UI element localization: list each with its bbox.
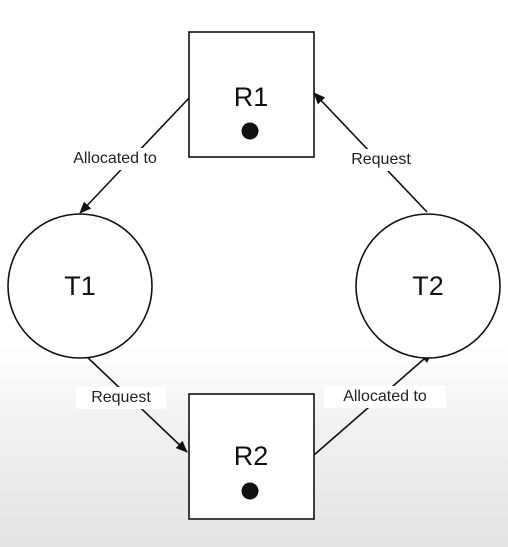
resource-r1: R1 (188, 31, 315, 158)
resource-r2-instance-dot (241, 482, 259, 500)
thread-t2-label: T2 (412, 271, 444, 301)
resource-r2-label: R2 (234, 441, 269, 471)
thread-t1: T1 (7, 213, 153, 359)
thread-t1-circle (7, 213, 153, 359)
edge-label-t2-r1: Request (351, 151, 411, 168)
resource-r2: R2 (188, 393, 315, 520)
thread-t2-circle (355, 213, 501, 359)
thread-t1-label: T1 (64, 271, 96, 301)
edge-label-r2-t2: Allocated to (343, 388, 427, 405)
edge-label-t1-r2: Request (91, 389, 151, 406)
edge-labels: Allocated to Request Request Allocated t… (54, 148, 446, 409)
edge-label-r1-t1: Allocated to (73, 150, 157, 167)
resource-r1-label: R1 (234, 82, 269, 112)
thread-t2: T2 (355, 213, 501, 359)
resource-r1-instance-dot (241, 122, 259, 140)
